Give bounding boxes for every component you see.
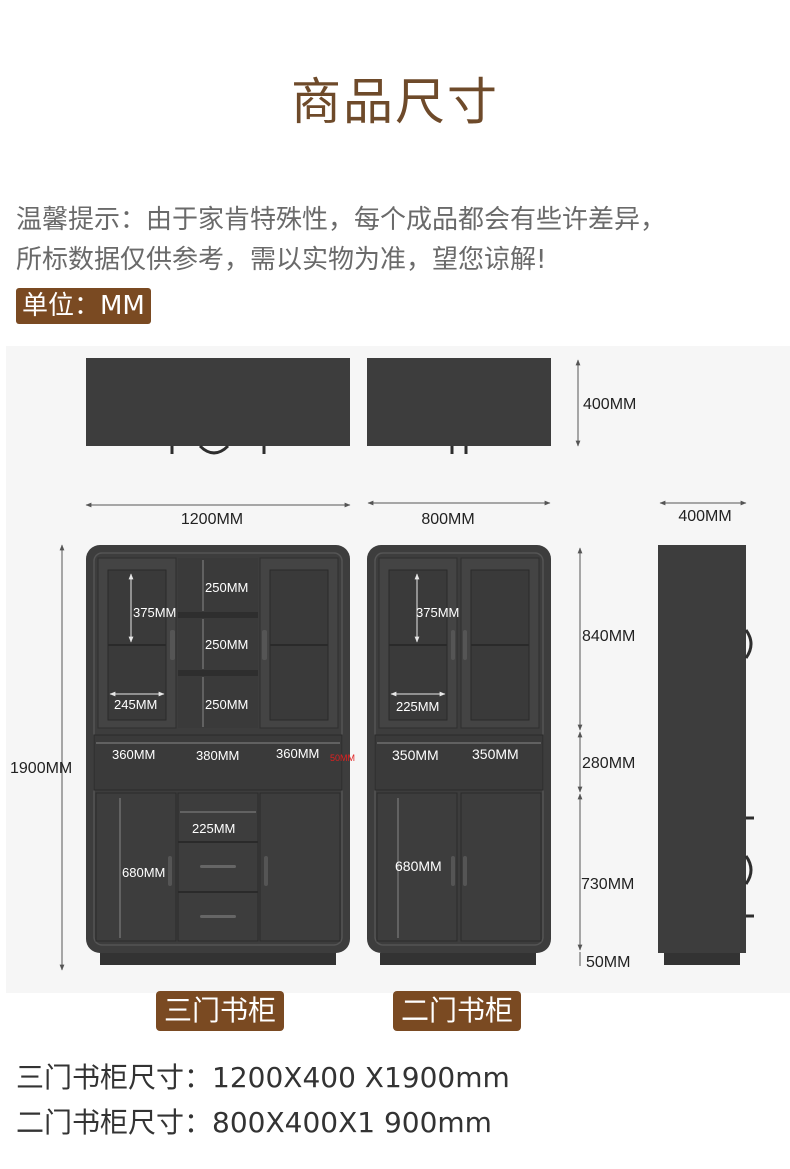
dim-c3-drawer-w: 225MM <box>192 821 235 836</box>
top-view-2door <box>367 358 551 454</box>
dim-c2-glass-w: 225MM <box>396 699 439 714</box>
dim-depth-top: 400MM <box>583 396 636 413</box>
dim-c3-shelf-1: 250MM <box>205 580 248 595</box>
dim-c3-glass-w: 245MM <box>114 697 157 712</box>
dim-h-lower: 730MM <box>581 876 634 893</box>
spec-3door: 三门书柜尺寸：1200X400 X1900mm <box>16 1061 510 1094</box>
dim-c3-mid-gap: 50MM <box>330 753 355 763</box>
dim-c2-mid-right: 350MM <box>472 746 519 762</box>
dim-c3-mid-left: 360MM <box>112 747 155 762</box>
dim-depth-side: 400MM <box>678 508 731 525</box>
dim-width-2door: 800MM <box>421 511 474 528</box>
dim-width-3door: 1200MM <box>181 511 243 528</box>
dimension-diagram: 400MM 1200MM 800MM 400MM 1900MM <box>10 358 754 971</box>
notice-line-2: 所标数据仅供参考，需以实物为准，望您谅解! <box>16 245 547 275</box>
unit-badge: 单位：MM <box>16 288 151 324</box>
notice-text: 温馨提示：由于家肯特殊性，每个成品都会有些许差异， 所标数据仅供参考，需以实物为… <box>16 200 781 280</box>
dim-c3-glass-h: 375MM <box>133 605 176 620</box>
dim-h-base: 50MM <box>586 954 630 971</box>
dim-c3-lower-h: 680MM <box>122 865 165 880</box>
dim-h-upper: 840MM <box>582 628 635 645</box>
dim-h-middle: 280MM <box>582 755 635 772</box>
page-title: 商品尺寸 <box>291 73 499 131</box>
dim-c2-glass-h: 375MM <box>416 605 459 620</box>
spec-2door: 二门书柜尺寸：800X400X1 900mm <box>16 1106 492 1139</box>
cabinet-side-view <box>658 545 754 965</box>
cabinet-2door-front: 375MM 225MM 350MM 350MM 680MM <box>367 545 551 965</box>
label-2door-cabinet: 二门书柜 <box>393 991 522 1031</box>
notice-line-1: 温馨提示：由于家肯特殊性，每个成品都会有些许差异， <box>16 205 667 235</box>
dim-c2-mid-left: 350MM <box>392 747 439 763</box>
dim-c3-mid-right: 360MM <box>276 746 319 761</box>
label-3door-cabinet: 三门书柜 <box>156 991 285 1031</box>
dim-c2-lower-h: 680MM <box>395 858 442 874</box>
cabinet-3door-front: 375MM 250MM 250MM 250MM 245MM 360MM 380M… <box>86 545 355 965</box>
top-view-3door <box>86 358 350 455</box>
dim-c3-mid-center: 380MM <box>196 748 239 763</box>
dim-height-total: 1900MM <box>10 760 72 777</box>
dim-c3-shelf-2: 250MM <box>205 637 248 652</box>
dim-c3-shelf-3: 250MM <box>205 697 248 712</box>
